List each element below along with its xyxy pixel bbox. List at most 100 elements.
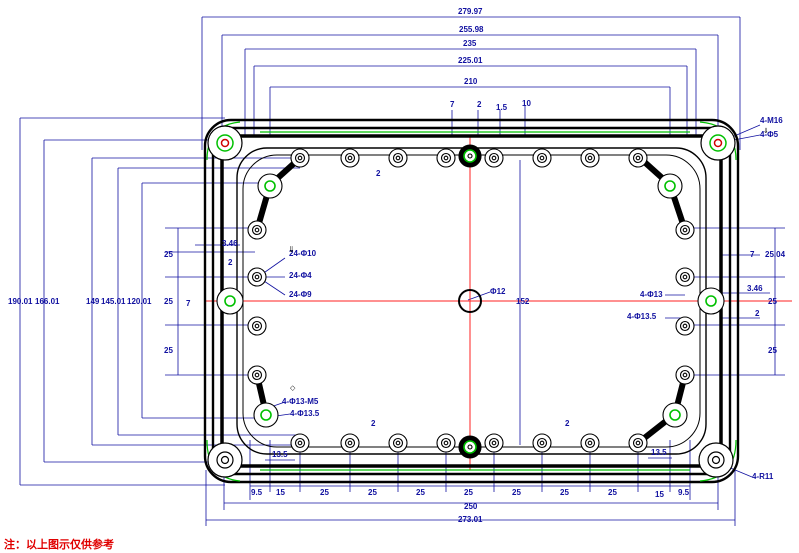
dim-7-right: 7 xyxy=(750,250,755,259)
dim-3-46-right: 3.46 xyxy=(747,284,763,293)
dim-235: 235 xyxy=(463,39,477,48)
boss xyxy=(290,433,310,453)
boss xyxy=(247,220,267,240)
boss xyxy=(436,433,456,453)
center-hole xyxy=(458,289,482,313)
label-24-phi4: 24-Φ4 xyxy=(289,271,312,280)
boss xyxy=(388,148,408,168)
mount-hole xyxy=(697,287,725,315)
label-4-r11: 4-R11 xyxy=(752,472,774,481)
mount-hole xyxy=(253,402,279,428)
mount-hole-tb xyxy=(458,435,482,459)
dim-145-01: 145.01 xyxy=(101,297,126,306)
boss xyxy=(340,433,360,453)
dim-2-bottom-right: 2 xyxy=(565,419,570,428)
boss xyxy=(628,148,648,168)
dim-190-01: 190.01 xyxy=(8,297,33,306)
label-24-phi10: 24-Φ10 xyxy=(289,249,317,258)
boss xyxy=(675,365,695,385)
boss xyxy=(247,365,267,385)
mount-hole xyxy=(216,287,244,315)
mount-hole xyxy=(257,173,283,199)
label-phi12: Φ12 xyxy=(490,287,506,296)
dim-9-5-left: 9.5 xyxy=(251,488,263,497)
dim-13-5-right: 13.5 xyxy=(651,448,667,457)
mounting-holes xyxy=(216,144,725,459)
dim-25-l1: 25 xyxy=(164,250,173,259)
dim-10: 10 xyxy=(522,99,531,108)
dim-7-left: 7 xyxy=(186,299,191,308)
mount-hole-tb xyxy=(458,144,482,168)
dim-25-l3: 25 xyxy=(164,346,173,355)
mount-hole xyxy=(662,402,688,428)
boss xyxy=(580,433,600,453)
boss xyxy=(247,267,267,287)
boss xyxy=(484,148,504,168)
dim-152: 152 xyxy=(516,297,530,306)
dim-2-bottom-left: 2 xyxy=(371,419,376,428)
dim-25-b3: 25 xyxy=(416,488,425,497)
boss xyxy=(532,433,552,453)
boss xyxy=(675,220,695,240)
dim-166-01: 166.01 xyxy=(35,297,60,306)
corner-hole-bottom-right xyxy=(698,442,734,478)
dim-13-5-left: 13.5 xyxy=(272,450,288,459)
boss xyxy=(532,148,552,168)
boss xyxy=(580,148,600,168)
boss xyxy=(290,148,310,168)
dim-25-b1: 25 xyxy=(320,488,329,497)
pointer-mark-icon: ◇ xyxy=(290,384,296,392)
dim-210: 210 xyxy=(464,77,478,86)
boss xyxy=(628,433,648,453)
dim-25-b6: 25 xyxy=(560,488,569,497)
disclaimer-note: 注：以上图示仅供参考 xyxy=(4,538,114,551)
dim-7-top: 7 xyxy=(450,100,455,109)
dim-2-inner: 2 xyxy=(376,169,381,178)
boss xyxy=(675,316,695,336)
label-4-phi5: 4-Φ5 xyxy=(760,130,779,139)
dim-3-46-left: 3.46 xyxy=(222,239,238,248)
dim-25-b2: 25 xyxy=(368,488,377,497)
label-4-m16: 4-M16 xyxy=(760,116,783,125)
dim-2-left: 2 xyxy=(228,258,233,267)
dim-2-right: 2 xyxy=(755,309,760,318)
boss xyxy=(436,148,456,168)
dim-2-top: 2 xyxy=(477,100,482,109)
boss xyxy=(247,316,267,336)
dim-25-04: 25.04 xyxy=(765,250,786,259)
dim-15-right: 15 xyxy=(655,490,664,499)
label-24-phi9: 24-Φ9 xyxy=(289,290,312,299)
dim-149: 149 xyxy=(86,297,100,306)
label-4-phi13-5-right: 4-Φ13.5 xyxy=(627,312,657,321)
corner-holes xyxy=(207,125,736,478)
dim-279-97: 279.97 xyxy=(458,7,483,16)
screw-bosses xyxy=(247,148,695,453)
dim-1-5: 1.5 xyxy=(496,103,508,112)
dim-25-b4: 25 xyxy=(464,488,473,497)
boss xyxy=(675,267,695,287)
dim-250: 250 xyxy=(464,502,478,511)
corner-hole-top-right xyxy=(700,125,736,161)
dim-9-5-right: 9.5 xyxy=(678,488,690,497)
corner-hole-bottom-left xyxy=(207,442,243,478)
label-4-phi13-m5: 4-Φ13-M5 xyxy=(282,397,319,406)
dim-25-b5: 25 xyxy=(512,488,521,497)
dim-25-b7: 25 xyxy=(608,488,617,497)
cursor-mark-icon: ⇓ xyxy=(763,127,769,135)
dim-255-98: 255.98 xyxy=(459,25,484,34)
dimension-labels: 279.97 255.98 235 225.01 210 7 2 1.5 10 … xyxy=(8,7,786,524)
boss xyxy=(388,433,408,453)
dim-120-01: 120.01 xyxy=(127,297,152,306)
dim-225-01: 225.01 xyxy=(458,56,483,65)
dim-25-r1: 25 xyxy=(768,297,777,306)
center-lines xyxy=(205,135,792,470)
label-4-phi13: 4-Φ13 xyxy=(640,290,663,299)
cursor-mark-icon: ⇓ xyxy=(288,245,295,254)
dim-15-left: 15 xyxy=(276,488,285,497)
dim-25-l2: 25 xyxy=(164,297,173,306)
corner-hole-top-left xyxy=(207,125,243,161)
boss xyxy=(484,433,504,453)
mount-hole xyxy=(657,173,683,199)
boss xyxy=(340,148,360,168)
